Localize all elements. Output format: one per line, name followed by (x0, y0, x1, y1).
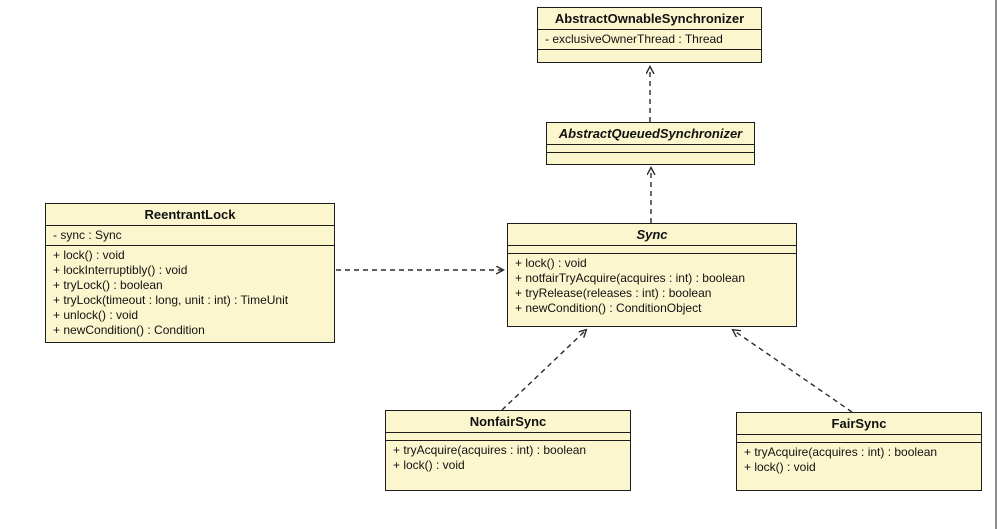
class-title: ReentrantLock (144, 207, 236, 222)
class-abstractownablesynchronizer: AbstractOwnableSynchronizer - exclusiveO… (537, 7, 762, 63)
class-member: + lock() : void (744, 460, 816, 474)
class-methods: + lock() : void+ notfairTryAcquire(acqui… (508, 253, 796, 326)
class-nonfairsync: NonfairSync + tryAcquire(acquires : int)… (385, 410, 631, 491)
class-reentrantlock: ReentrantLock - sync : Sync + lock() : v… (45, 203, 335, 343)
class-member: + tryRelease(releases : int) : boolean (515, 286, 712, 300)
class-methods: + tryAcquire(acquires : int) : boolean+ … (737, 442, 981, 490)
class-attributes: - exclusiveOwnerThread : Thread (538, 29, 761, 49)
generalization-arrow-fairsync-to-sync (733, 330, 853, 413)
generalization-arrow-nonfairsync-to-sync (501, 330, 586, 411)
class-member: - sync : Sync (53, 228, 122, 242)
class-attributes: - sync : Sync (46, 225, 334, 245)
class-member: + tryAcquire(acquires : int) : boolean (393, 443, 587, 457)
class-member: + tryLock(timeout : long, unit : int) : … (53, 293, 289, 307)
class-member: + notfairTryAcquire(acquires : int) : bo… (515, 271, 745, 285)
class-title: AbstractOwnableSynchronizer (554, 11, 745, 26)
class-title: NonfairSync (469, 414, 547, 429)
class-attributes (508, 245, 796, 253)
class-sync: Sync + lock() : void+ notfairTryAcquire(… (507, 223, 797, 327)
class-member: + lock() : void (53, 248, 125, 262)
class-methods: + tryAcquire(acquires : int) : boolean+ … (386, 440, 630, 490)
class-title: AbstractQueuedSynchronizer (558, 126, 743, 141)
class-title: FairSync (831, 416, 887, 431)
page-edge-line (995, 0, 997, 529)
class-title: Sync (636, 227, 668, 242)
class-member: + lockInterruptibly() : void (53, 263, 188, 277)
class-methods (538, 49, 761, 62)
class-attributes (386, 432, 630, 440)
class-attributes (737, 434, 981, 442)
class-methods (547, 152, 754, 164)
class-member: + tryLock() : boolean (53, 278, 163, 292)
class-attributes (547, 144, 754, 152)
class-member: + newCondition() : ConditionObject (515, 301, 702, 315)
class-member: + lock() : void (515, 256, 587, 270)
class-abstractqueuedsynchronizer: AbstractQueuedSynchronizer (546, 122, 755, 165)
class-member: - exclusiveOwnerThread : Thread (545, 32, 723, 46)
class-member: + tryAcquire(acquires : int) : boolean (744, 445, 938, 459)
class-member: + newCondition() : Condition (53, 323, 205, 337)
class-member: + unlock() : void (53, 308, 139, 322)
class-methods: + lock() : void+ lockInterruptibly() : v… (46, 245, 334, 342)
class-member: + lock() : void (393, 458, 465, 472)
class-fairsync: FairSync + tryAcquire(acquires : int) : … (736, 412, 982, 491)
